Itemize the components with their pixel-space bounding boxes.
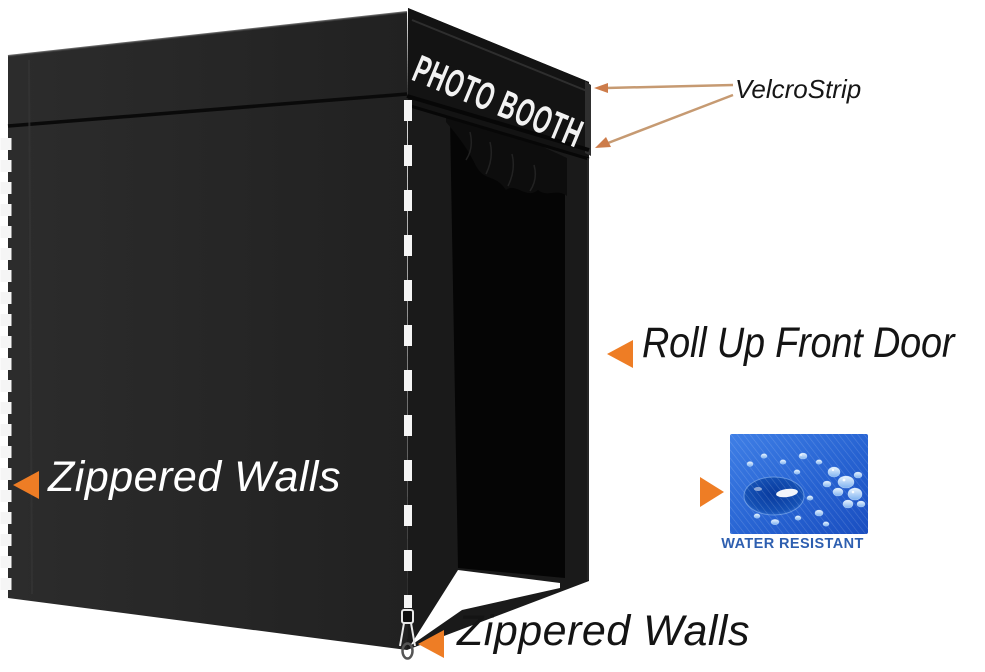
leader-arrowhead-lower <box>595 137 611 148</box>
velcro-leader-lines <box>594 83 734 148</box>
roll-up-front-door-label: Roll Up Front Door <box>642 319 955 367</box>
zipper-pull-icon <box>399 609 416 660</box>
door-opening <box>450 118 565 578</box>
leader-arrowhead-upper <box>594 83 608 93</box>
zippered-walls-bottom-label: Zippered Walls <box>457 607 750 655</box>
leader-line-lower <box>607 93 734 145</box>
sign-band-top-hem <box>411 19 588 92</box>
leader-line-upper <box>605 83 734 90</box>
water-resistant-image <box>730 434 868 534</box>
arrow-left-icon <box>607 340 633 368</box>
sign-band-seam-upper <box>406 94 590 152</box>
small-water-droplets <box>746 452 866 527</box>
tent-left-wall-edge-highlight <box>28 59 33 595</box>
arrow-left-icon <box>13 471 39 499</box>
water-resistant-caption: WATER RESISTANT <box>721 536 864 552</box>
tent-left-wall-seam <box>7 92 408 128</box>
velcro-strip-label: VelcroStrip <box>735 74 862 104</box>
sign-band-right-edge <box>585 81 591 156</box>
zippered-walls-side-label: Zippered Walls <box>48 453 341 501</box>
doorway-floor-gap <box>410 570 560 646</box>
arrow-left-icon <box>418 630 444 658</box>
droplet-highlights <box>800 454 855 494</box>
sign-band <box>407 8 589 159</box>
door-drape-folds <box>465 131 537 192</box>
tent-left-wall <box>8 12 407 650</box>
tent-left-wall-top-edge <box>7 11 408 57</box>
large-water-droplet <box>743 476 805 516</box>
arrow-right-icon <box>700 477 724 507</box>
sign-band-seam-lower <box>406 103 590 161</box>
